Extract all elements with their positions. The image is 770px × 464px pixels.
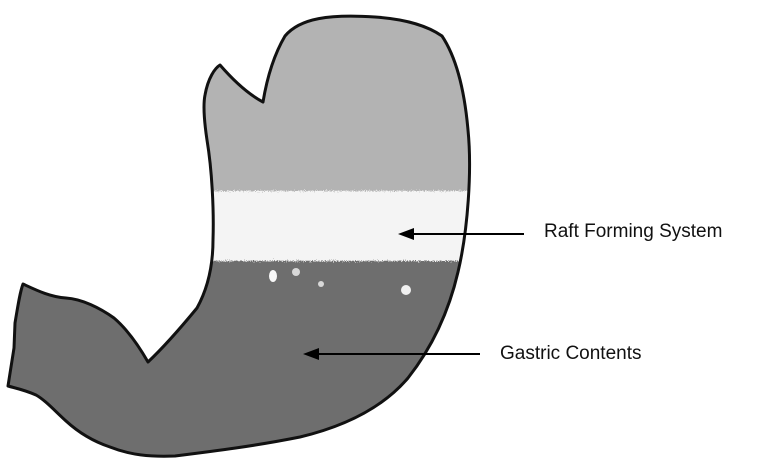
raft-forming-system-label: Raft Forming System [544,221,722,243]
bubble [401,285,411,295]
gastric-contents-label: Gastric Contents [500,343,642,365]
bubble [292,268,300,276]
bubble [318,281,324,287]
upper-gas-region [0,0,770,200]
gastric-contents-region [0,255,770,464]
raft-layer [200,191,480,261]
bubble [269,270,277,282]
